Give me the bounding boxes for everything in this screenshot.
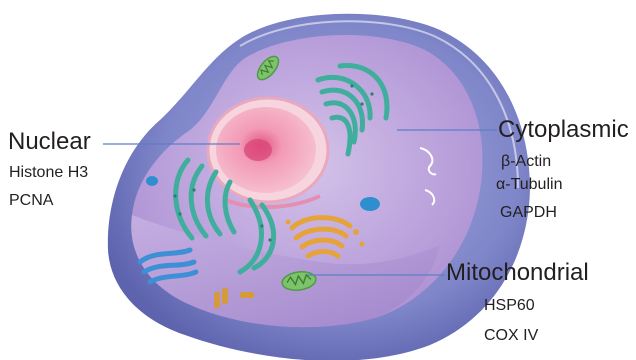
- vesicle-left: [146, 176, 158, 186]
- nuclear-marker: PCNA: [9, 193, 53, 209]
- nuclear-marker: Histone H3: [9, 165, 88, 181]
- cytoplasmic-marker: GAPDH: [500, 205, 557, 221]
- cytoplasmic-title: Cytoplasmic: [498, 118, 629, 142]
- nucleolus: [244, 139, 272, 161]
- cytoplasmic-marker: α-Tubulin: [496, 177, 562, 193]
- mitochondrial-marker: HSP60: [484, 298, 535, 314]
- mitochondrial-marker: COX IV: [484, 328, 538, 344]
- vesicle-right: [360, 197, 380, 211]
- cytoplasmic-marker: β-Actin: [501, 154, 551, 170]
- mitochondrial-title: Mitochondrial: [446, 261, 589, 285]
- nuclear-title: Nuclear: [8, 130, 91, 154]
